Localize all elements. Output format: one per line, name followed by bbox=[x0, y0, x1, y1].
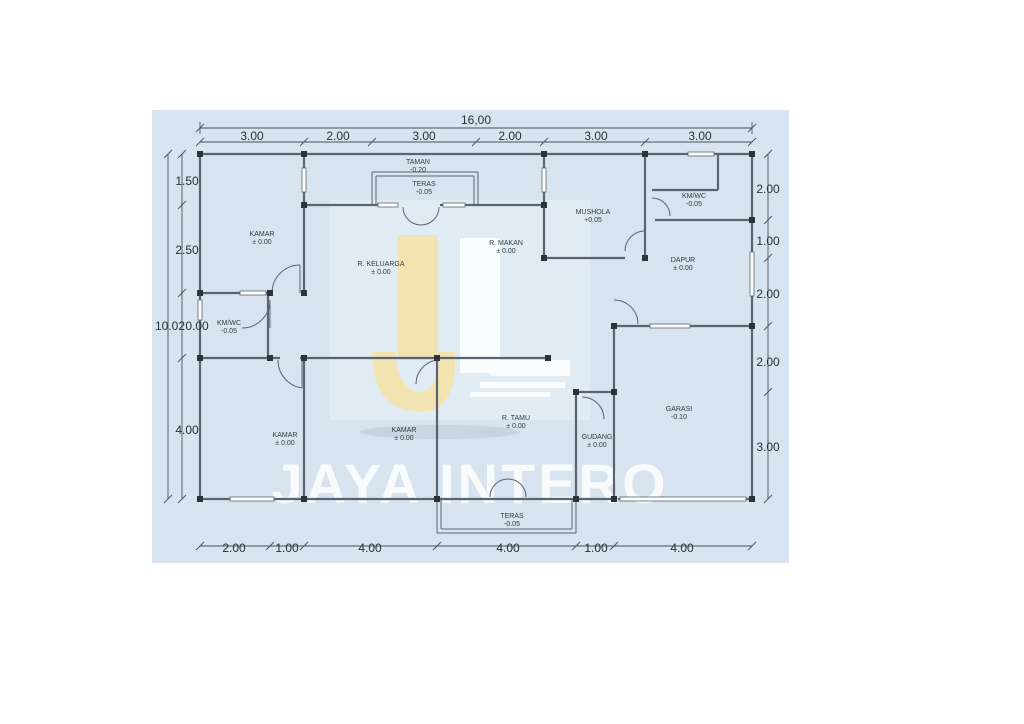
dim-top-6: 3.00 bbox=[688, 129, 712, 143]
room-kamar-2-level: ± 0.00 bbox=[275, 440, 295, 447]
dim-top-2: 2.00 bbox=[326, 129, 350, 143]
room-kmwc-right-name: KM/WC bbox=[682, 193, 706, 200]
dim-top-5: 3.00 bbox=[584, 129, 608, 143]
dim-bottom-4: 4.00 bbox=[496, 541, 520, 555]
dim-top-4: 2.00 bbox=[498, 129, 522, 143]
room-kamar-2-name: KAMAR bbox=[273, 432, 298, 439]
room-dapur-name: DAPUR bbox=[671, 257, 696, 264]
room-mushola-level: +0.05 bbox=[584, 217, 602, 224]
brand-logo bbox=[360, 235, 570, 439]
room-gudang-level: ± 0.00 bbox=[587, 442, 607, 449]
dim-right-4: 2.00 bbox=[756, 355, 780, 369]
dim-left-4: 4.00 bbox=[175, 423, 199, 437]
room-kamar-1-level: ± 0.00 bbox=[252, 239, 272, 246]
room-garasi-name: GARASI bbox=[666, 406, 693, 413]
dim-left-2: 2.50 bbox=[175, 243, 199, 257]
dim-left-3: 0.00 bbox=[185, 319, 209, 333]
room-teras-top-level: -0.05 bbox=[416, 189, 432, 196]
room-kamar-3-name: KAMAR bbox=[392, 427, 417, 434]
room-dapur-level: ± 0.00 bbox=[673, 265, 693, 272]
dim-right-2: 1.00 bbox=[756, 234, 780, 248]
room-kmwc-left-level: -0.05 bbox=[221, 328, 237, 335]
room-r-keluarga-name: R. KELUARGA bbox=[357, 261, 404, 268]
dim-bottom-1: 2.00 bbox=[222, 541, 246, 555]
dim-top-total: 16,00 bbox=[461, 113, 491, 127]
dim-bottom-3: 4.00 bbox=[358, 541, 382, 555]
room-r-keluarga-level: ± 0.00 bbox=[371, 269, 391, 276]
room-taman-name: TAMAN bbox=[406, 159, 430, 166]
dim-right-1: 2.00 bbox=[756, 182, 780, 196]
room-kmwc-left-name: KM/WC bbox=[217, 320, 241, 327]
windows bbox=[197, 151, 755, 502]
room-kamar-1-name: KAMAR bbox=[250, 231, 275, 238]
dim-top-3: 3.00 bbox=[412, 129, 436, 143]
dim-bottom-5: 1.00 bbox=[584, 541, 608, 555]
room-gudang-name: GUDANG bbox=[582, 434, 613, 441]
dim-left-1: 1.50 bbox=[175, 174, 199, 188]
room-kamar-3-level: ± 0.00 bbox=[394, 435, 414, 442]
room-teras-top-name: TERAS bbox=[412, 181, 436, 188]
room-kmwc-right-level: -0.05 bbox=[686, 201, 702, 208]
room-labels: TAMAN -0.20 TERAS -0.05 KAMAR ± 0.00 KM/… bbox=[217, 159, 706, 528]
room-taman-level: -0.20 bbox=[410, 167, 426, 174]
dim-top-1: 3.00 bbox=[240, 129, 264, 143]
dimension-lines bbox=[163, 122, 773, 551]
dim-bottom-6: 4.00 bbox=[670, 541, 694, 555]
room-teras-bottom-level: -0.05 bbox=[504, 521, 520, 528]
dim-right-5: 3.00 bbox=[756, 440, 780, 454]
room-teras-bottom-name: TERAS bbox=[500, 513, 524, 520]
room-r-makan-name: R. MAKAN bbox=[489, 240, 523, 247]
room-garasi-level: -0.10 bbox=[671, 414, 687, 421]
column-posts bbox=[197, 151, 755, 502]
room-r-tamu-level: ± 0.00 bbox=[506, 423, 526, 430]
room-r-tamu-name: R. TAMU bbox=[502, 415, 530, 422]
dim-bottom-2: 1.00 bbox=[275, 541, 299, 555]
dim-left-total: 10.02 bbox=[155, 319, 185, 333]
brand-name: JAYA INTERO bbox=[271, 452, 668, 515]
room-r-makan-level: ± 0.00 bbox=[496, 248, 516, 255]
room-mushola-name: MUSHOLA bbox=[576, 209, 611, 216]
doors bbox=[241, 197, 671, 498]
dim-right-3: 2.00 bbox=[756, 287, 780, 301]
